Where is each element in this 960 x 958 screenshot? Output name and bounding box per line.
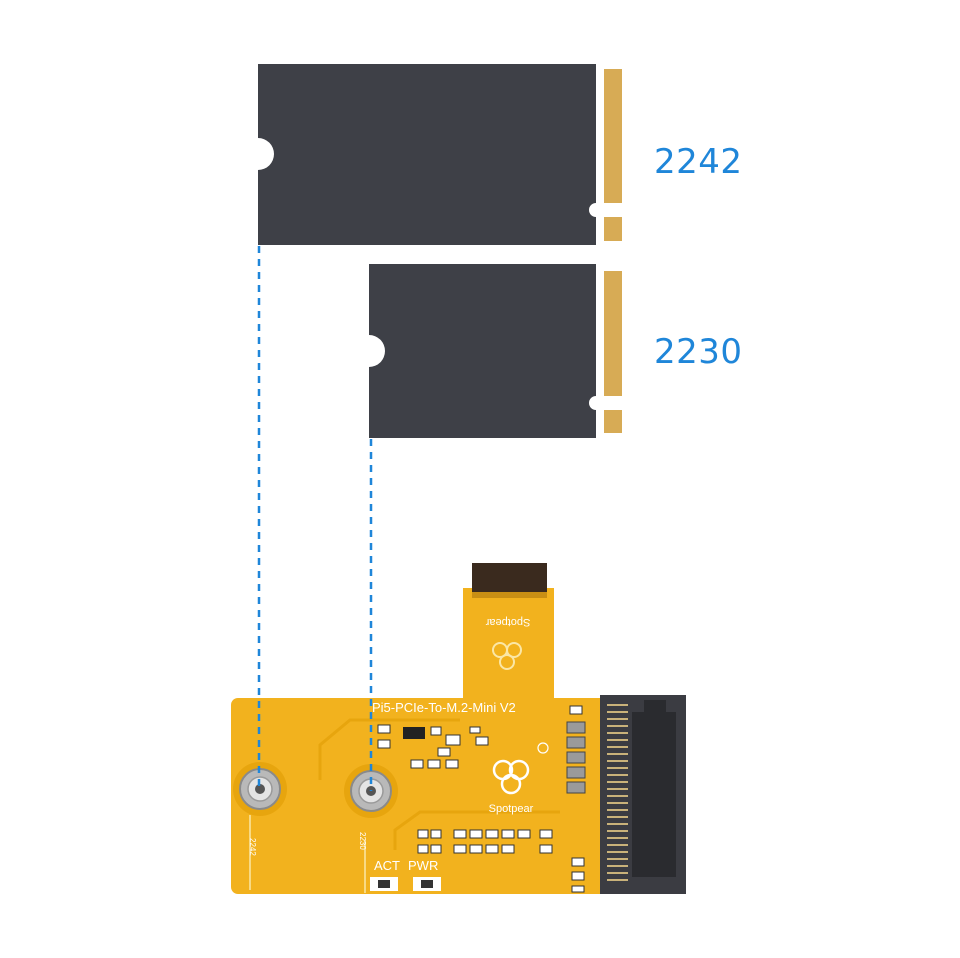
hole-label-2230: 2230 — [358, 832, 367, 850]
board-title-text: Pi5-PCIe-To-M.2-Mini V2 — [372, 700, 516, 715]
ssd-2242-gold-contacts-bottom — [604, 217, 622, 241]
ic-chip — [403, 727, 425, 739]
flex-cable: Spotpear — [463, 563, 554, 703]
led-pwr-label: PWR — [408, 858, 438, 873]
flex-logo-icon — [492, 642, 522, 670]
pcb-trace — [318, 718, 460, 780]
m2-connector — [600, 695, 686, 894]
spotpear-logo-icon — [492, 759, 530, 795]
ssd-2242-body — [258, 64, 596, 245]
led-act-label: ACT — [374, 858, 400, 873]
ssd-2230-body — [369, 264, 596, 438]
flex-cable-connector — [472, 563, 547, 595]
smd-components — [377, 705, 585, 893]
ssd-2230-gold-contacts-bottom — [604, 410, 622, 433]
inductor-stack — [566, 721, 586, 794]
board-brand-text: Spotpear — [489, 803, 534, 815]
flex-cable-connector-edge — [472, 592, 547, 598]
led-act — [370, 877, 398, 891]
led-pwr — [413, 877, 441, 891]
ssd-2242-gold-contacts-top — [604, 69, 622, 203]
flex-brand-text: Spotpear — [485, 616, 530, 628]
pcb-board: Pi5-PCIe-To-M.2-Mini V2 2242 2230 ACT PW… — [231, 695, 686, 894]
registered-mark-icon — [537, 742, 549, 754]
pcb-trace — [393, 810, 560, 850]
ssd-2242 — [258, 64, 622, 245]
ssd-2230 — [369, 264, 622, 438]
ssd-2230-gold-contacts-top — [604, 271, 622, 396]
standoff-2242 — [233, 762, 287, 816]
ssd-2242-label: 2242 — [654, 142, 743, 182]
ssd-2230-label: 2230 — [654, 332, 743, 372]
hole-label-2242: 2242 — [248, 838, 257, 856]
